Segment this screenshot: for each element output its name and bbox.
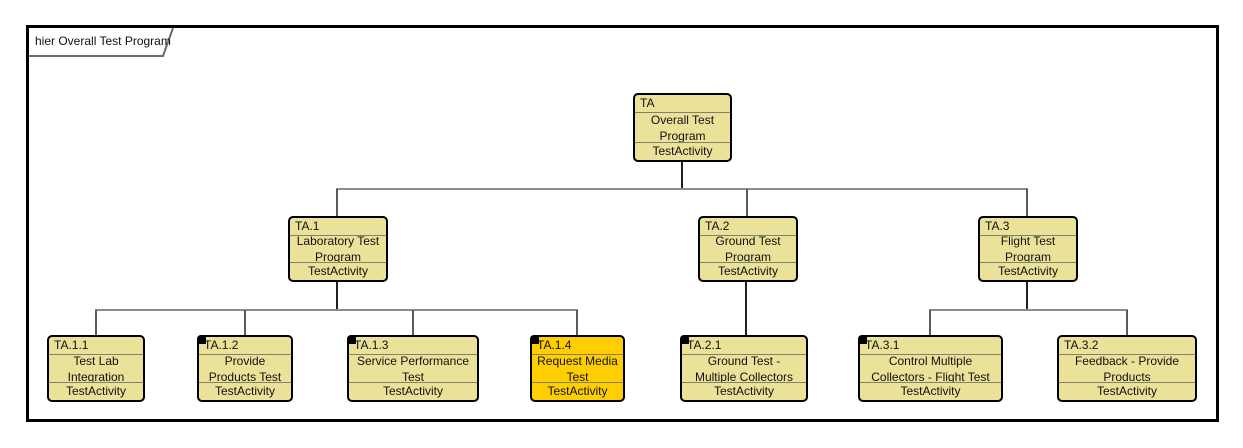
connector-drop-ta3 xyxy=(1026,189,1028,216)
node-name-line: Test xyxy=(566,369,589,383)
node-name-line: Ground Test - xyxy=(707,355,781,368)
node-name-line: Ground Test xyxy=(715,236,781,248)
connector-rail-ta3 xyxy=(929,309,1128,311)
node-name-line: Products xyxy=(1103,369,1151,383)
node-number: TA.3.1 xyxy=(860,337,1001,355)
node-type: TestActivity xyxy=(700,262,796,280)
node-number: TA.1.4 xyxy=(532,337,623,355)
connector-drop-ta1 xyxy=(336,189,338,216)
node-name-line: Request Media xyxy=(537,355,618,368)
node-number: TA xyxy=(635,95,730,113)
node-name-line: Integration xyxy=(67,369,125,383)
node-ta-1-2[interactable]: TA.1.2 Provide Products Test TestActivit… xyxy=(197,335,293,402)
node-name: Feedback - Provide Products xyxy=(1059,355,1195,382)
node-type: TestActivity xyxy=(980,262,1076,280)
node-number: TA.1.3 xyxy=(349,337,477,355)
node-ta-2[interactable]: TA.2 Ground Test Program TestActivity xyxy=(698,216,798,282)
node-name-line: Control Multiple xyxy=(888,355,973,368)
node-type: TestActivity xyxy=(635,142,730,160)
connector-drop-ta32 xyxy=(1126,310,1128,335)
node-name-line: Program xyxy=(1004,250,1051,262)
node-number: TA.1 xyxy=(290,218,386,236)
node-type: TestActivity xyxy=(682,382,806,400)
connector-rail-ta1 xyxy=(95,309,578,311)
node-name: Control Multiple Collectors - Flight Tes… xyxy=(860,355,1001,382)
node-name-line: Laboratory Test xyxy=(296,236,380,248)
node-ta-3[interactable]: TA.3 Flight Test Program TestActivity xyxy=(978,216,1078,282)
node-name-line: Multiple Collectors xyxy=(694,369,794,383)
node-ta-3-1[interactable]: TA.3.1 Control Multiple Collectors - Fli… xyxy=(858,335,1003,402)
decomposition-marker-icon xyxy=(858,335,867,344)
node-name-line: Collectors - Flight Test xyxy=(871,369,990,383)
node-name-line: Flight Test xyxy=(1000,236,1056,248)
node-name: Test Lab Integration xyxy=(49,355,143,382)
node-ta[interactable]: TA Overall Test Program TestActivity xyxy=(633,93,732,162)
connector-trunk-ta3 xyxy=(1026,282,1028,310)
node-name-line: Program xyxy=(724,250,771,262)
node-name: Ground Test Program xyxy=(700,236,796,262)
node-type: TestActivity xyxy=(199,382,291,400)
node-number: TA.2 xyxy=(700,218,796,236)
decomposition-marker-icon xyxy=(530,335,539,344)
node-type: TestActivity xyxy=(290,262,386,280)
node-ta-1-3[interactable]: TA.1.3 Service Performance Test TestActi… xyxy=(347,335,479,402)
node-name-line: Service Performance xyxy=(356,355,470,368)
node-ta-1-4[interactable]: TA.1.4 Request Media Test TestActivity xyxy=(530,335,625,402)
node-number: TA.3.2 xyxy=(1059,337,1195,355)
node-ta-1-1[interactable]: TA.1.1 Test Lab Integration TestActivity xyxy=(47,335,145,402)
node-name: Provide Products Test xyxy=(199,355,291,382)
node-number: TA.2.1 xyxy=(682,337,806,355)
decomposition-marker-icon xyxy=(680,335,689,344)
node-ta-3-2[interactable]: TA.3.2 Feedback - Provide Products TestA… xyxy=(1057,335,1197,402)
node-name: Service Performance Test xyxy=(349,355,477,382)
node-name-line: Feedback - Provide xyxy=(1074,355,1180,368)
node-name: Request Media Test xyxy=(532,355,623,382)
node-type: TestActivity xyxy=(860,382,1001,400)
connector-ta2-ta21 xyxy=(745,282,747,335)
node-type: TestActivity xyxy=(1059,382,1195,400)
diagram-frame: hier Overall Test Program xyxy=(26,25,1219,422)
node-name-line: Provide xyxy=(224,355,266,368)
node-name-line: Products Test xyxy=(208,369,282,383)
node-type: TestActivity xyxy=(349,382,477,400)
connector-trunk-ta1 xyxy=(336,282,338,310)
node-number: TA.3 xyxy=(980,218,1076,236)
node-number: TA.1.1 xyxy=(49,337,143,355)
node-name: Laboratory Test Program xyxy=(290,236,386,262)
node-name-line: Test xyxy=(401,369,424,383)
frame-tab-edge xyxy=(29,28,174,57)
node-number: TA.1.2 xyxy=(199,337,291,355)
connector-drop-ta2 xyxy=(746,189,748,216)
node-name-line: Overall Test xyxy=(650,113,715,127)
node-name: Overall Test Program xyxy=(635,113,730,142)
connector-rail-level1 xyxy=(336,188,1028,190)
frame-tab-fill xyxy=(29,28,173,56)
connector-drop-ta11 xyxy=(95,310,97,335)
node-name-line: Program xyxy=(314,250,361,262)
node-name: Ground Test - Multiple Collectors xyxy=(682,355,806,382)
connector-drop-ta13 xyxy=(412,310,414,335)
connector-drop-ta14 xyxy=(576,310,578,335)
node-name-line: Program xyxy=(659,128,706,143)
frame-tab-shape xyxy=(29,28,174,57)
connector-drop-ta31 xyxy=(929,310,931,335)
node-name: Flight Test Program xyxy=(980,236,1076,262)
connector-trunk-ta xyxy=(681,162,683,190)
node-ta-1[interactable]: TA.1 Laboratory Test Program TestActivit… xyxy=(288,216,388,282)
node-ta-2-1[interactable]: TA.2.1 Ground Test - Multiple Collectors… xyxy=(680,335,808,402)
connector-drop-ta12 xyxy=(244,310,246,335)
node-name-line: Test Lab xyxy=(73,355,119,368)
frame-tab-label: hier Overall Test Program xyxy=(35,34,171,48)
node-type: TestActivity xyxy=(49,382,143,400)
decomposition-marker-icon xyxy=(197,335,206,344)
decomposition-marker-icon xyxy=(347,335,356,344)
node-type: TestActivity xyxy=(532,382,623,400)
